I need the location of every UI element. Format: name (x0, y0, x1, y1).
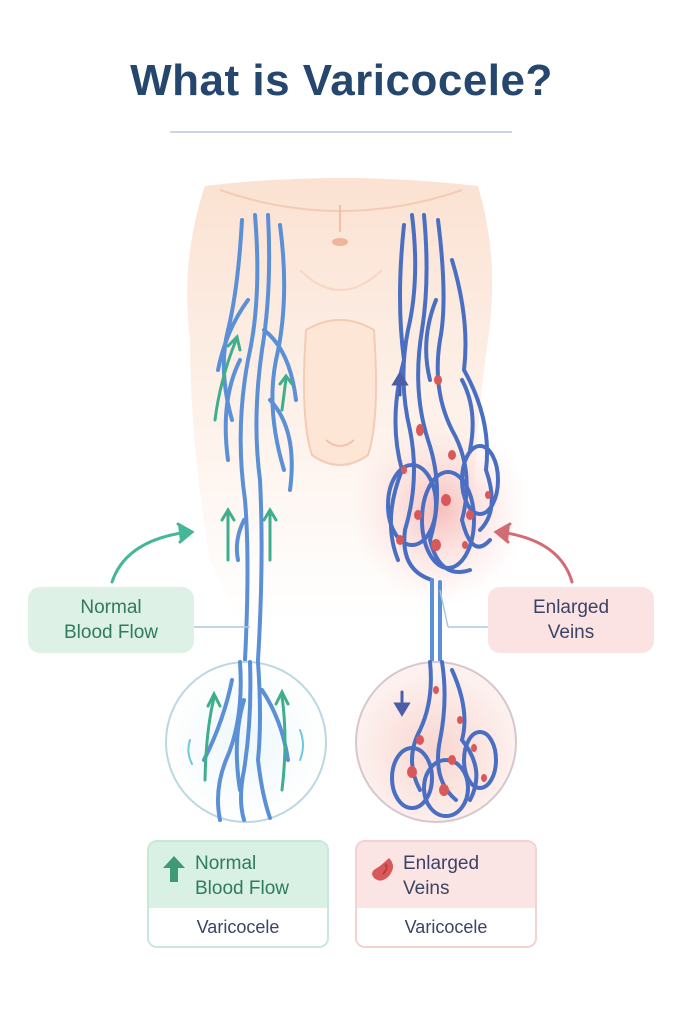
legend-enlarged-footer: Varicocele (357, 908, 535, 946)
legend-card-enlarged: Enlarged Veins Varicocele (355, 840, 537, 948)
page-title: What is Varicocele? (130, 56, 553, 105)
legend-enlarged-line1: Enlarged (403, 853, 480, 874)
enlarged-veins (386, 213, 500, 582)
vein-connectors (430, 578, 442, 662)
legend-card-normal: Normal Blood Flow Varicocele (147, 840, 329, 948)
legend-normal-footer: Varicocele (149, 908, 327, 946)
up-arrow-icon (163, 856, 185, 882)
legend-card-enlarged-header: Enlarged Veins (357, 842, 535, 908)
genital-shape (303, 319, 377, 466)
legend-normal-line2: Blood Flow (195, 878, 289, 899)
blood-cells (396, 375, 491, 551)
normal-veins (216, 213, 298, 662)
legend-enlarged-line2: Veins (403, 878, 450, 899)
callout-enlarged-veins: Enlarged Veins (488, 587, 654, 653)
legend-card-normal-header: Normal Blood Flow (149, 842, 327, 908)
callout-enlarged-line1: Enlarged (532, 597, 610, 618)
upward-flow-arrows (213, 334, 294, 562)
callout-arrow-enlarged (493, 522, 574, 584)
reverse-flow-arrow (391, 371, 409, 397)
detail-circle-normal (165, 660, 327, 823)
callout-normal-blood-flow: Normal Blood Flow (28, 587, 194, 653)
callout-enlarged-line2: Veins (547, 622, 595, 643)
callout-arrow-normal (110, 522, 195, 584)
blood-cell-icon (372, 858, 393, 881)
callout-normal-line2: Blood Flow (64, 622, 158, 643)
callout-normal-line1: Normal (80, 597, 142, 618)
inflamed-glow (350, 415, 530, 605)
leader-lines (194, 589, 488, 628)
legend-normal-line1: Normal (195, 853, 257, 874)
detail-circle-enlarged (355, 660, 517, 823)
